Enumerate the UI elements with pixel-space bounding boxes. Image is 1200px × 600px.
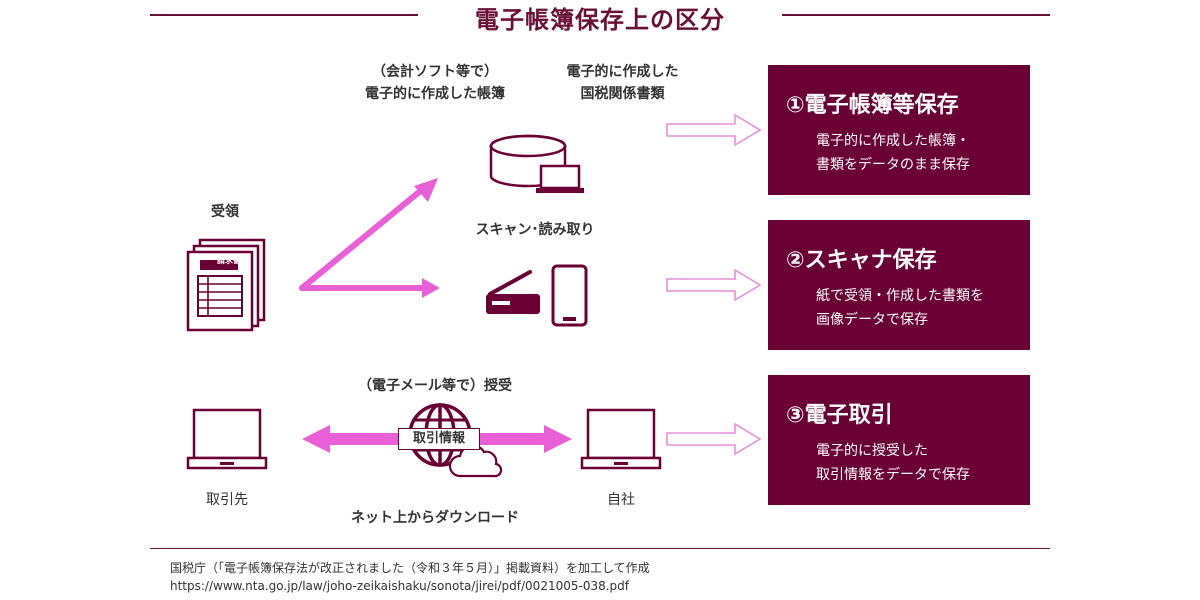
title-bar: 電子帳簿保存上の区分 [0, 0, 1200, 34]
footer-rule [150, 548, 1050, 549]
title-rule-left [150, 14, 418, 16]
category-box-electronic-books: ①電子帳簿等保存 電子的に作成した帳簿・ 書類をデータのまま保存 [768, 65, 1030, 195]
source-line1: 国税庁（「電子帳簿保存法が改正されました（令和３年５月）」掲載資料）を加工して作… [170, 561, 650, 575]
category-box-scanner: ②スキャナ保存 紙で受領・作成した書類を 画像データで保存 [768, 220, 1030, 350]
download-label: ネット上からダウンロード [351, 510, 519, 526]
category-box-title: ①電子帳簿等保存 [786, 93, 959, 118]
scanner-icon [486, 270, 540, 314]
info-tag: 取引情報 [398, 428, 480, 450]
laptop-icon [536, 164, 584, 193]
category-box-desc-line1: 電子的に作成した帳簿・ [816, 133, 970, 149]
cloud-icon [448, 444, 503, 478]
category-box-desc: 電子的に授受した 取引情報をデータで保存 [816, 439, 970, 487]
partner-label: 取引先 [206, 492, 248, 508]
documents-icon [186, 238, 266, 332]
category-box-desc-line2: 画像データで保存 [816, 312, 928, 328]
category-box-desc-line2: 書類をデータのまま保存 [816, 157, 970, 173]
page-title: 電子帳簿保存上の区分 [475, 6, 725, 34]
category-box-title: ②スキャナ保存 [786, 248, 937, 273]
smartphone-icon [551, 264, 588, 327]
docs-label-line1: 電子的に作成した [566, 64, 679, 80]
self-label: 自社 [607, 492, 635, 508]
category-box-electronic-transactions: ③電子取引 電子的に授受した 取引情報をデータで保存 [768, 375, 1030, 505]
received-label: 受領 [211, 204, 239, 220]
category-box-desc: 紙で受領・作成した書類を 画像データで保存 [816, 284, 984, 332]
software-label-line1: （会計ソフト等で） [372, 64, 498, 80]
invoice-header: 請求書 [217, 256, 241, 265]
title-rule-right [782, 14, 1050, 16]
info-tag-label: 取引情報 [412, 431, 465, 446]
source-note: 国税庁（「電子帳簿保存法が改正されました（令和３年５月）」掲載資料）を加工して作… [170, 559, 650, 595]
category-box-title: ③電子取引 [786, 403, 893, 428]
partner-laptop-icon [186, 408, 268, 470]
self-laptop-icon [580, 408, 662, 470]
category-box-desc-line1: 紙で受領・作成した書類を [816, 288, 984, 304]
source-url: https://www.nta.go.jp/law/joho-zeikaisha… [170, 579, 629, 593]
category-box-desc: 電子的に作成した帳簿・ 書類をデータのまま保存 [816, 129, 970, 177]
software-label-line2: 電子的に作成した帳簿 [365, 86, 505, 102]
scan-label: スキャン･読み取り [475, 222, 595, 238]
email-label: （電子メール等で）授受 [358, 378, 512, 394]
category-box-desc-line2: 取引情報をデータで保存 [816, 467, 970, 483]
category-box-desc-line1: 電子的に授受した [816, 443, 928, 459]
docs-label-line2: 国税関係書類 [580, 86, 665, 102]
